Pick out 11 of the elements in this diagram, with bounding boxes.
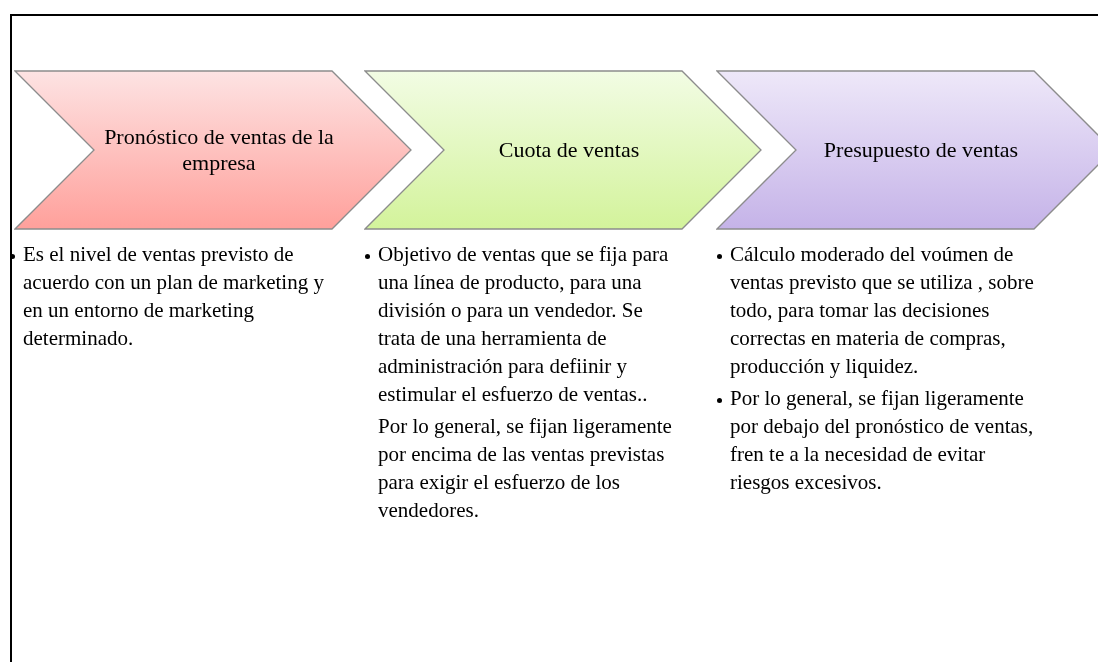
step-title: Cuota de ventas xyxy=(498,137,640,163)
chevron-shape xyxy=(364,70,762,230)
step-title: Presupuesto de ventas xyxy=(823,137,1019,163)
chevron-shape xyxy=(14,70,412,230)
description-text: Por lo general, se fijan ligeramente por debajo del pronóstico de ventas, fren te a la necesidad de evitar riesgos excesivos. xyxy=(730,385,1035,496)
description-text: Objetivo de ventas que se fija para una línea de producto, para una división o para un vendedor. Se trata de una herramienta de administración para defiinir y estimular el esfuerzo de ventas.. xyxy=(378,241,670,408)
step-title: Pronóstico de ventas de la empresa xyxy=(103,124,335,176)
chevron-shape xyxy=(716,70,1098,230)
description-text: Es el nivel de ventas previsto de acuerdo con un plan de marketing y en un entorno de marketing determinado. xyxy=(23,241,325,352)
description-text: Cálculo moderado del voúmen de ventas previsto que se utiliza , sobre todo, para tomar las decisiones correctas en materia de compras, producción y liquidez. xyxy=(730,241,1035,380)
description-text: Por lo general, se fijan ligeramente por encima de las ventas previstas para exigir el esfuerzo de los vendedores. xyxy=(378,413,673,524)
